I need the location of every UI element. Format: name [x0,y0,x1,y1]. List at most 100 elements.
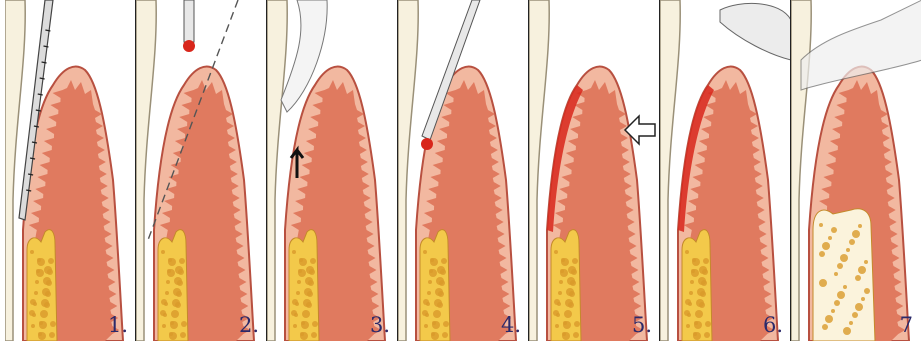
bone-trabecula [834,300,840,306]
bone-trabecula [849,239,855,245]
probe-marking [40,78,45,79]
bone-trabecula [684,310,690,316]
bone-trabecula [849,321,853,325]
bone-trabecula [695,310,703,318]
bone-trabecula [306,266,314,274]
bone-trabecula [423,250,427,254]
bone-trabecula [36,269,40,273]
bone-trabecula [574,321,580,327]
bone-trabecula [563,321,567,325]
bone-trabecula [864,260,868,264]
panel-1: 1. [5,0,136,341]
bone-trabecula [172,299,180,307]
bone-trabecula [831,227,837,233]
bone-trabecula [34,291,38,295]
bone-trabecula [443,321,449,327]
bone-trabecula [565,299,573,307]
bone-trabecula [181,321,187,327]
bone-trabecula [686,324,690,328]
bone-trabecula [560,269,564,273]
panel-drawing [398,0,529,341]
bone-trabecula [431,332,435,336]
probe-marking [42,62,47,63]
bone-trabecula [837,291,845,299]
probe-marking [36,110,41,111]
bone-trabecula [311,332,317,338]
bone-trabecula [310,258,316,264]
bone-trabecula [161,299,167,305]
bone-trabecula [705,321,711,327]
panel-5: 5. [529,0,660,341]
bone-trabecula [698,277,706,285]
bone-trabecula [49,332,55,338]
bone-trabecula [423,299,429,305]
panel-number: 5. [632,313,652,337]
bone-trabecula [40,310,48,318]
bone-trabecula [819,223,823,227]
bone-trabecula [175,266,183,274]
bone-trabecula [30,299,36,305]
bone-trabecula [300,332,304,336]
bone-trabecula [166,280,170,284]
bone-trabecula [42,288,50,296]
bone-trabecula [828,236,832,240]
probe-marking [30,158,35,159]
bone-trabecula [292,299,298,305]
bone-trabecula [573,332,579,338]
panel-7: 7 [791,0,921,341]
bone-trabecula [161,250,165,254]
bone-trabecula [554,299,560,305]
bone-trabecula [427,291,431,295]
panel-drawing [5,0,136,341]
bone-trabecula [30,250,34,254]
bone-trabecula [852,230,860,238]
bone-trabecula [435,288,443,296]
bone-trabecula [699,266,707,274]
bone-trabecula [690,280,694,284]
alveolar-bone [813,209,875,341]
bone-trabecula [434,299,442,307]
bone-trabecula [566,288,574,296]
bone-trabecula [296,291,300,295]
bone-trabecula [703,258,709,264]
bone-trabecula [555,324,559,328]
bone-trabecula [167,269,171,273]
bone-trabecula [864,288,870,294]
bone-trabecula [174,277,182,285]
bone-trabecula [291,310,297,316]
bone-trabecula [568,266,576,274]
bone-trabecula [303,299,311,307]
bone-trabecula [432,321,436,325]
bone-trabecula [173,288,181,296]
panel-drawing [660,0,791,341]
bone-trabecula [819,279,827,287]
laser-spot [421,138,433,150]
bone-trabecula [304,288,312,296]
bone-trabecula [44,266,52,274]
probe-marking [38,94,43,95]
panel-2: 2. [136,0,267,341]
bone-trabecula [564,310,572,318]
bone-trabecula [819,251,825,257]
probe-marking [32,142,37,143]
laser-spot [183,40,195,52]
bone-trabecula [162,324,166,328]
bone-trabecula [48,258,54,264]
bone-trabecula [171,310,179,318]
bone-trabecula [554,250,558,254]
bone-trabecula [430,258,434,262]
instrument-head [720,3,791,60]
bone-trabecula [169,332,173,336]
panel-number: 3. [370,313,390,337]
bone-trabecula [837,263,843,269]
panel-number: 6. [763,313,783,337]
bone-trabecula [297,280,301,284]
panel-drawing [136,0,267,341]
panel-4: 4. [398,0,529,341]
bone-trabecula [843,285,847,289]
panel-drawing [267,0,398,341]
panel-number: 7 [900,313,913,337]
bone-trabecula [858,224,862,228]
bone-trabecula [861,297,865,301]
bone-trabecula [41,299,49,307]
